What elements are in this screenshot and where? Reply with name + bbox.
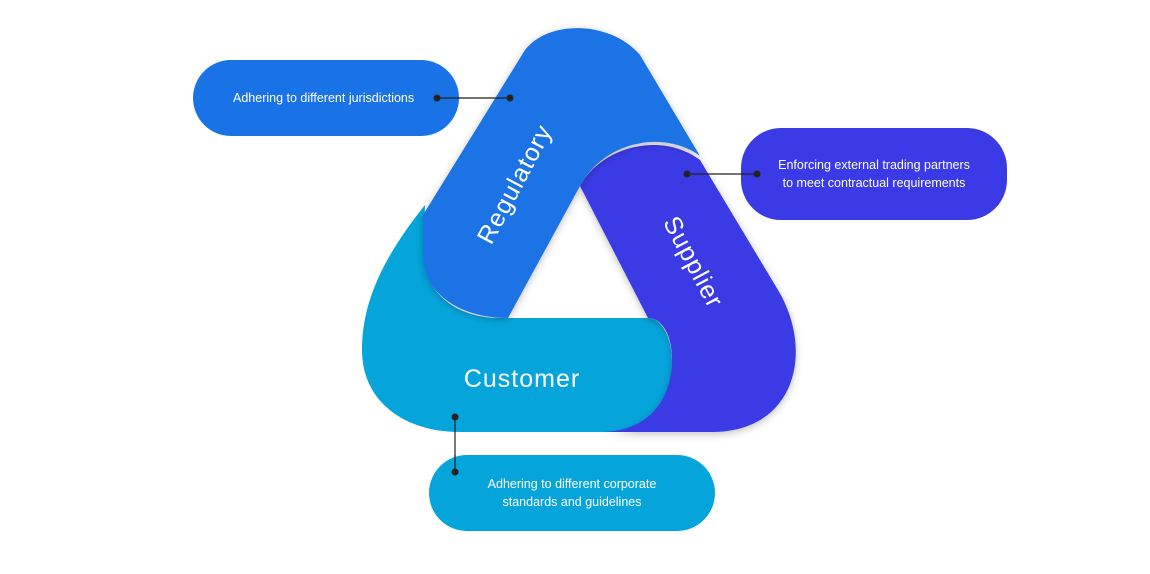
customer-connector-dot-start bbox=[451, 413, 459, 421]
supplier-band bbox=[580, 144, 796, 432]
customer-callout: Adhering to different corporate standard… bbox=[429, 455, 715, 531]
customer-callout-line1: Adhering to different corporate bbox=[487, 477, 657, 491]
regulatory-callout-text: Adhering to different jurisdictions bbox=[233, 91, 415, 105]
regulatory-callout: Adhering to different jurisdictions bbox=[193, 60, 459, 136]
supplier-callout: Enforcing external trading partners to m… bbox=[741, 128, 1007, 220]
regulatory-connector-dot-end bbox=[506, 94, 514, 102]
supplier-callout-line2: to meet contractual requirements bbox=[782, 176, 966, 190]
supplier-connector-dot-start bbox=[683, 170, 691, 178]
customer-label: Customer bbox=[464, 365, 580, 393]
customer-band bbox=[362, 205, 672, 432]
customer-callout-line2: standards and guidelines bbox=[502, 495, 642, 509]
supplier-callout-line1: Enforcing external trading partners bbox=[778, 158, 970, 172]
regulatory-band bbox=[423, 28, 700, 319]
